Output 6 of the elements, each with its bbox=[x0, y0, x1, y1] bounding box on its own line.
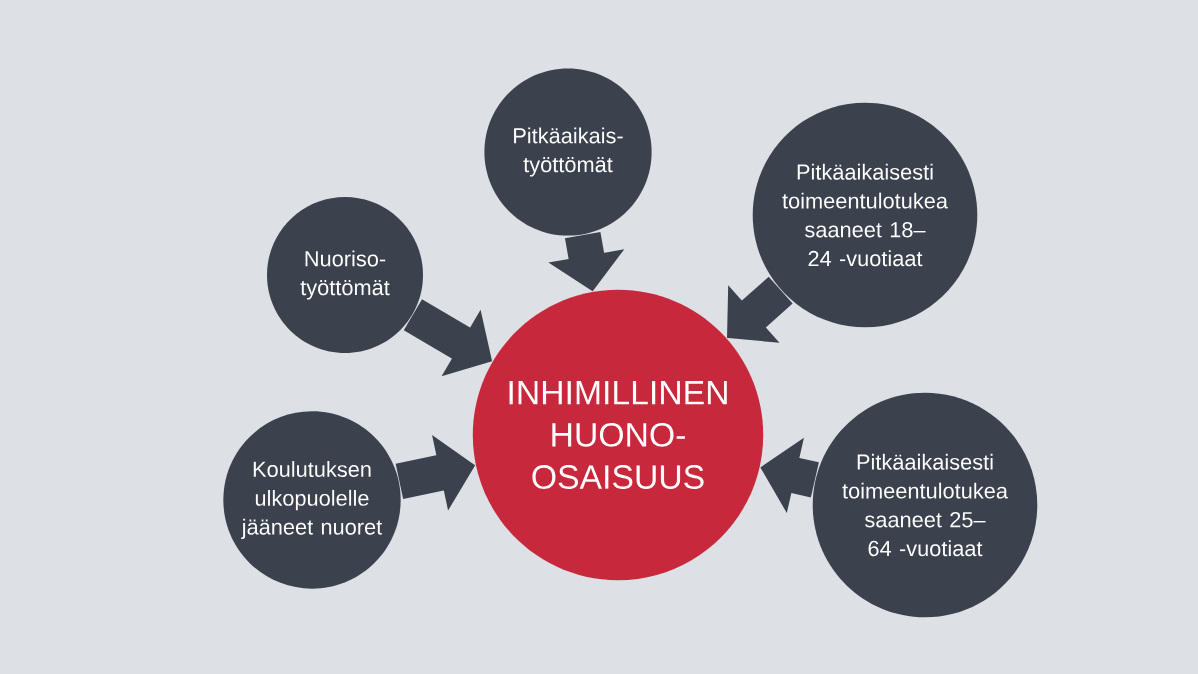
block-arrow bbox=[727, 276, 793, 343]
circle-node: Pitkäaikais- työttömät bbox=[484, 68, 652, 236]
circle-node: Pitkäaikaisesti toimeentulotukea saaneet 18–24 -vuotiaat bbox=[752, 102, 978, 328]
circle-node: Nuoriso- työttömät bbox=[267, 197, 423, 353]
circle-node: Koulutuksen ulkopuolelle jääneet nuoret bbox=[223, 411, 401, 589]
circle-node: Pitkäaikaisesti toimeentulotukea saaneet 25–64 -vuotiaat bbox=[812, 392, 1038, 618]
